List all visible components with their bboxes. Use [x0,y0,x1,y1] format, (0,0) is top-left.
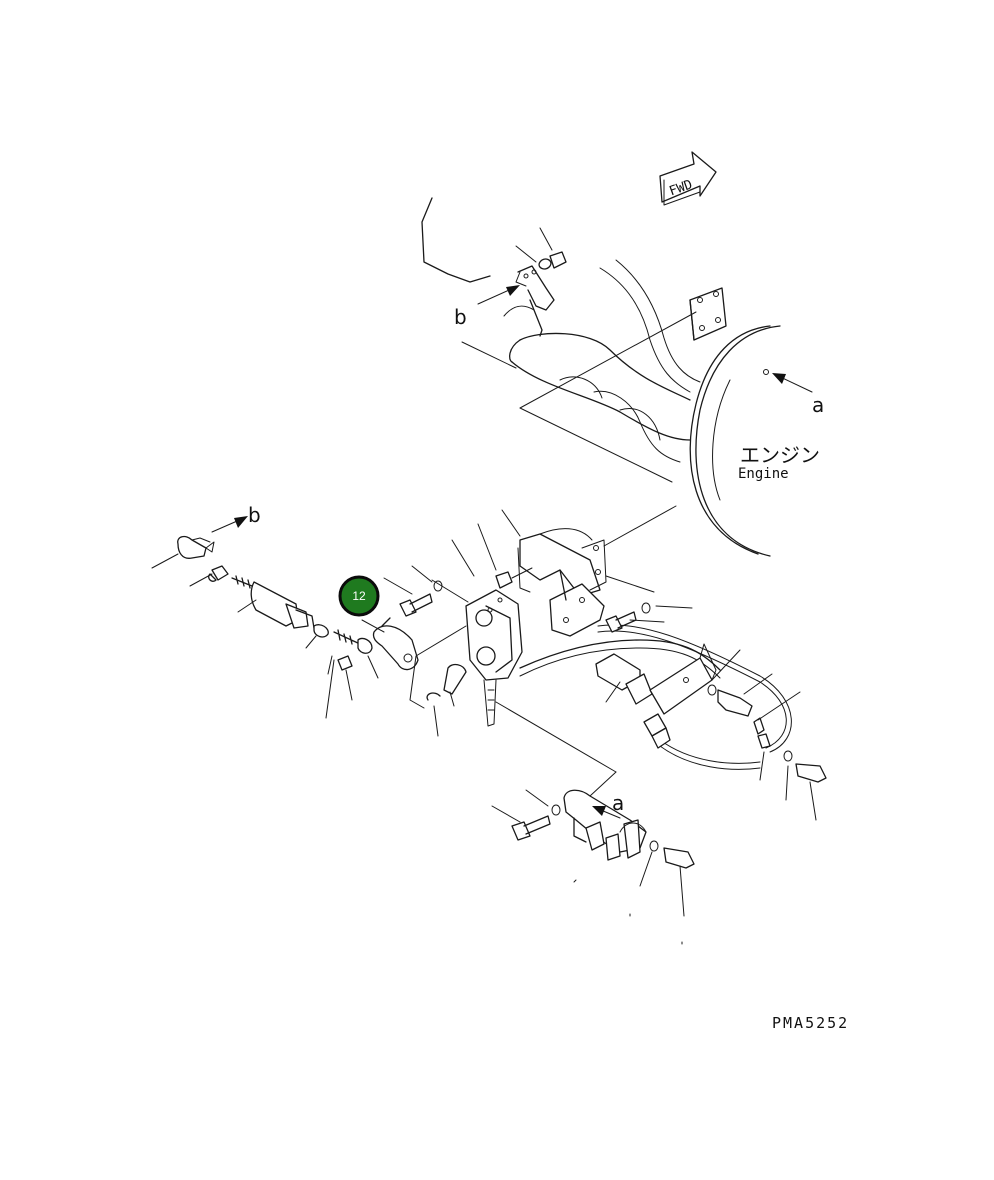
ref-b-left-label: b [248,503,261,527]
ref-a-bottom: a [592,791,624,819]
engine-to-bracket-line [603,505,677,547]
ref-b-top-label: b [454,305,467,329]
bolts [399,580,827,869]
drawing-code: PMA5252 [772,1014,850,1032]
ball-joint [177,535,215,559]
leader-lines-top [461,227,697,483]
main-bracket [511,528,607,637]
ref-b-top: b [454,285,520,329]
callout-circle [338,575,380,617]
callout-12[interactable]: 12 [338,575,380,617]
leader-lines-lower [151,509,817,945]
linkage-parts [208,565,419,671]
engine-label-en: Engine [738,466,789,482]
ref-b-left: b [211,503,261,533]
engine-label-jp: エンジン [740,443,820,467]
engine-block: エンジン Engine [689,287,820,557]
hose-assembly [508,259,701,463]
actuator-unit [465,571,523,727]
ref-a-top-label: a [812,393,824,417]
lower-bracket [563,789,647,861]
ref-a-bottom-label: a [612,791,624,815]
right-bracket [595,643,717,749]
ref-a-top: a [772,373,824,417]
callout-number: 12 [352,589,366,603]
fwd-arrow-icon: FWD [659,151,717,206]
upper-bracket [421,197,567,337]
